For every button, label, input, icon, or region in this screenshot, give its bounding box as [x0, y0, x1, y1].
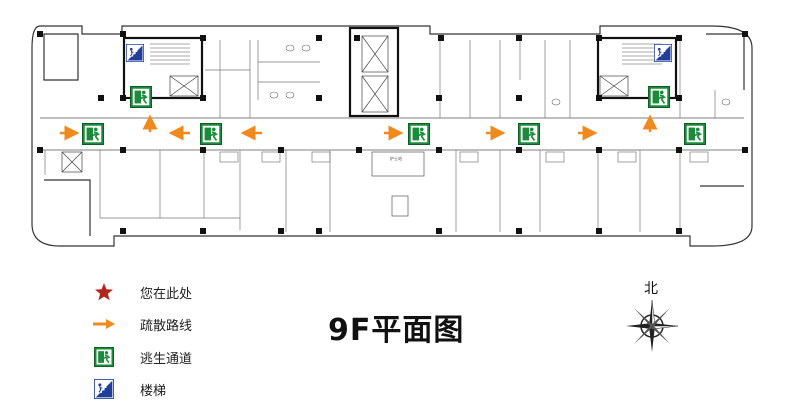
stairs-icon: [654, 44, 672, 62]
exit-sign-icon: [130, 86, 152, 108]
legend-item-stairs: 楼梯: [92, 377, 166, 401]
compass-icon: [626, 299, 679, 352]
exit-sign-icon: [92, 345, 116, 369]
exit-sign-icon: [82, 123, 104, 145]
elevator-shafts: [61, 35, 629, 173]
exit-sign-icon: [518, 123, 540, 145]
building-outline: [31, 25, 753, 247]
legend-item-route: 疏散路线: [92, 312, 192, 336]
exit-sign-icon: [200, 123, 222, 145]
core-walls: [122, 26, 678, 118]
legend-label: 您在此处: [140, 286, 193, 302]
legend-label: 逃生通道: [140, 351, 193, 367]
legend-label: 楼梯: [140, 383, 167, 399]
star-icon: [92, 280, 116, 304]
stairs-icon: [126, 44, 144, 62]
nurse-station-label: 护士站: [390, 155, 402, 161]
room-partitions: [44, 40, 716, 232]
legend-item-exit: 逃生通道: [92, 345, 192, 369]
floor-plan: 护士站: [31, 25, 753, 247]
bathroom-fixtures: [219, 44, 731, 163]
exit-sign-icon: [648, 86, 670, 108]
floor-title: 9F平面图: [328, 313, 465, 348]
nurse-station: 护士站: [371, 151, 425, 217]
stairs-icon: [92, 377, 116, 401]
exit-sign-icon: [408, 123, 430, 145]
exit-sign-icon: [684, 123, 706, 145]
stair-treads: [150, 43, 662, 65]
evacuation-arrows: [60, 114, 658, 141]
structural-columns: [37, 31, 748, 234]
legend-item-location: 您在此处: [92, 280, 192, 304]
arrow-icon: [92, 312, 116, 336]
north-label: 北: [644, 281, 658, 297]
legend-label: 疏散路线: [140, 318, 193, 334]
